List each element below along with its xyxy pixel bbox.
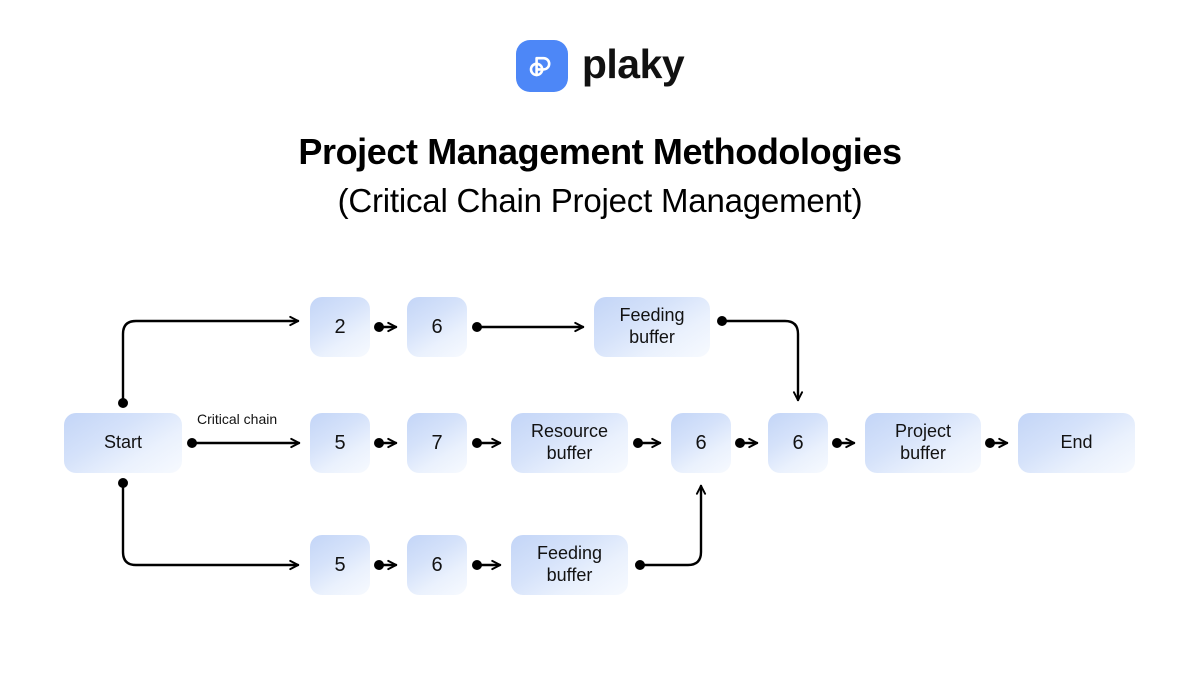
node-mid-task-2[interactable]: 7: [407, 413, 467, 473]
node-project-buffer[interactable]: Project buffer: [865, 413, 981, 473]
node-top-task-2[interactable]: 6: [407, 297, 467, 357]
node-mid-task-1[interactable]: 5: [310, 413, 370, 473]
node-bottom-task-2[interactable]: 6: [407, 535, 467, 595]
node-end[interactable]: End: [1018, 413, 1135, 473]
edge-start-to-top: [121, 315, 300, 405]
page-subtitle: (Critical Chain Project Management): [337, 182, 863, 219]
plaky-logo-icon: [515, 40, 568, 92]
node-bottom-task-1[interactable]: 5: [310, 535, 370, 595]
edge-label-critical-chain: Critical chain: [197, 411, 278, 427]
edge-topfeeding-to-mid4: [720, 319, 804, 402]
brand-name: plaky: [581, 40, 685, 87]
node-mid-task-3[interactable]: 6: [671, 413, 731, 473]
edge-start-to-bottom: [121, 481, 300, 571]
page-title: Project Management Methodologies: [298, 131, 902, 172]
node-start[interactable]: Start: [64, 413, 182, 473]
edge-botfeeding-to-mid3: [638, 484, 707, 567]
brand-header: plaky: [0, 40, 1200, 92]
node-bottom-feeding-buffer[interactable]: Feeding buffer: [511, 535, 628, 595]
node-mid-task-4[interactable]: 6: [768, 413, 828, 473]
node-resource-buffer[interactable]: Resource buffer: [511, 413, 628, 473]
node-top-task-1[interactable]: 2: [310, 297, 370, 357]
node-top-feeding-buffer[interactable]: Feeding buffer: [594, 297, 710, 357]
